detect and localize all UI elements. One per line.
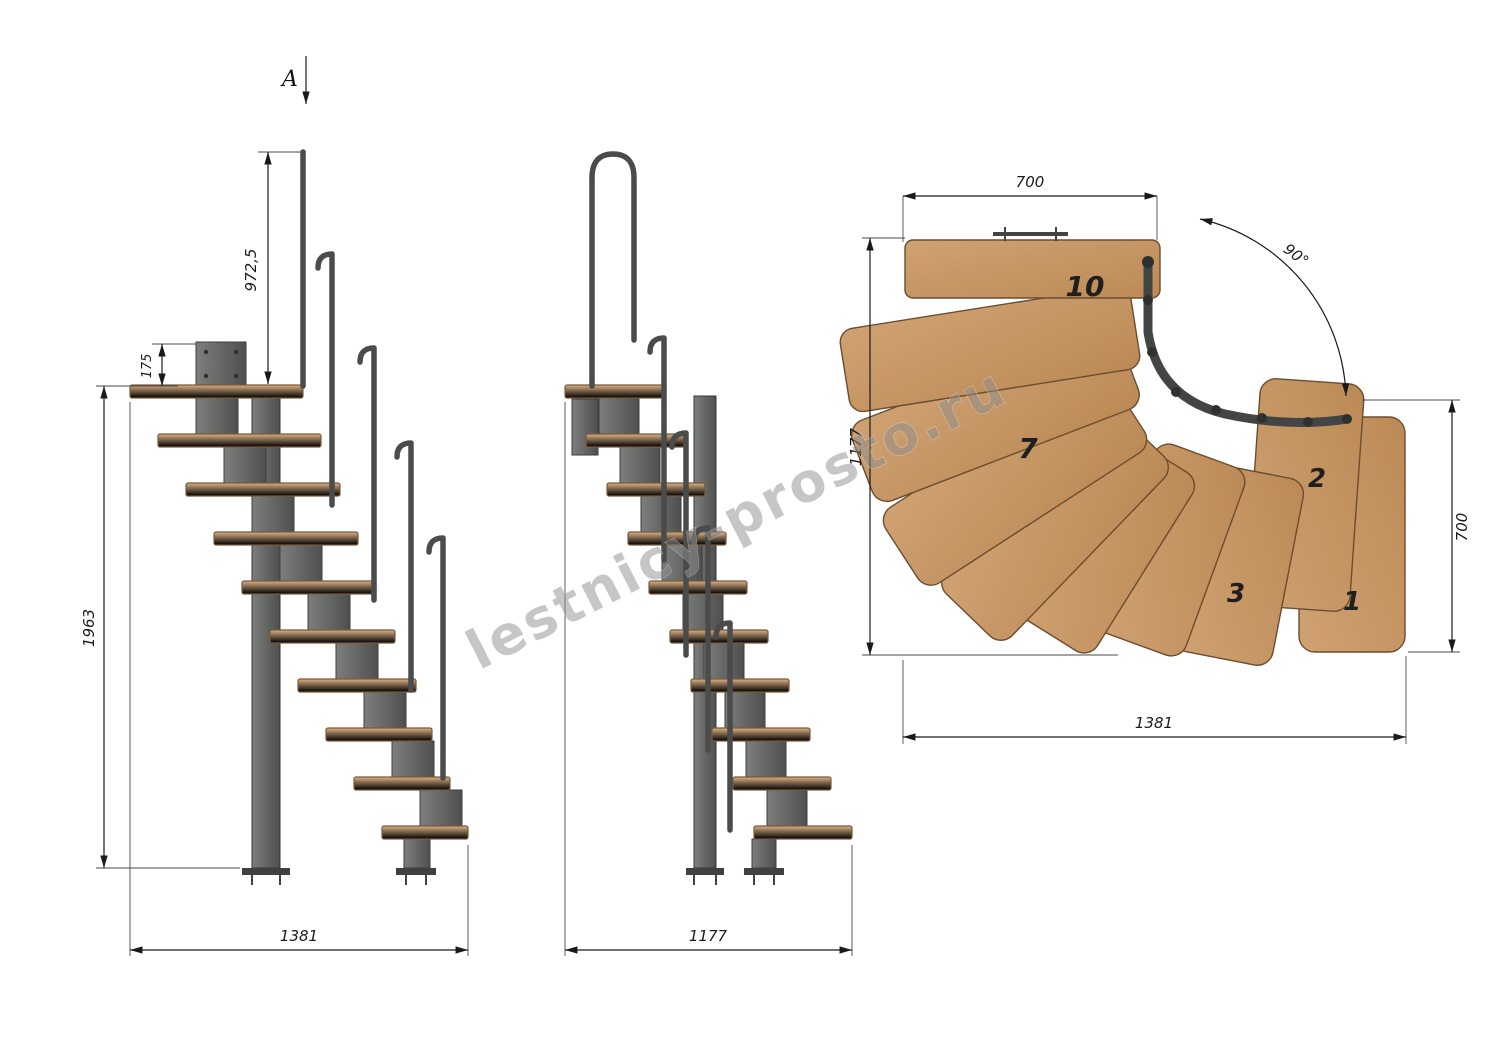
side-view: 1177: [564, 151, 853, 956]
handrail-segment: [426, 535, 446, 781]
tread: [627, 531, 727, 546]
angle-arc: [1199, 218, 1350, 397]
handrail-joint: [1211, 405, 1221, 415]
support-base: [396, 868, 436, 875]
handrail-joint: [1303, 417, 1313, 427]
stair-module: [223, 446, 267, 484]
stair-module: [419, 789, 463, 827]
plate-hole: [203, 349, 209, 355]
tread: [325, 727, 433, 742]
tread: [269, 629, 396, 644]
tread: [732, 776, 832, 791]
front-view: 972,5 175 1963 1381: [80, 149, 469, 956]
dim-plan-top: 700: [1016, 173, 1045, 191]
dim-plate-height: 175: [140, 354, 155, 379]
stair-module: [279, 544, 323, 582]
dim-plan-bottom: 1381: [1135, 714, 1173, 732]
step-number-1: 1: [1343, 587, 1361, 617]
stair-module: [598, 397, 640, 435]
pole-base: [242, 868, 290, 875]
tread: [648, 580, 748, 595]
tread: [241, 580, 377, 595]
handrail-loop: [589, 151, 637, 389]
plate-hole: [233, 349, 239, 355]
tread: [157, 433, 322, 448]
handrail-joint: [1257, 413, 1267, 423]
tread-10-landing: [904, 239, 1161, 299]
dim-plan-angle: 90°: [1280, 240, 1312, 270]
plate-hole: [203, 373, 209, 379]
handrail-side: [589, 151, 733, 833]
stair-module: [363, 691, 407, 729]
tread: [585, 433, 685, 448]
tread: [185, 482, 341, 497]
tread-9: [839, 285, 1141, 413]
handrail-joint: [1171, 387, 1181, 397]
stair-module: [766, 789, 808, 827]
tread: [753, 825, 853, 840]
dim-side-width: 1177: [689, 927, 728, 945]
step-number-7: 7: [1018, 432, 1038, 465]
plan-view: 10 7 2 3 1 700 1177 700 1381 90°: [839, 173, 1471, 744]
stair-module: [251, 495, 295, 533]
stair-module: [335, 642, 379, 680]
stair-module: [682, 593, 724, 631]
tread: [711, 727, 811, 742]
side-dimensions: 1177: [564, 402, 853, 956]
dim-plan-right: 700: [1453, 513, 1471, 542]
stair-module: [619, 446, 661, 484]
tread: [690, 678, 790, 693]
bottom-support: [403, 838, 431, 869]
handrail-joint: [1147, 347, 1157, 357]
tread: [353, 776, 451, 791]
dim-total-height: 1963: [80, 609, 98, 647]
step-number-10: 10: [1066, 270, 1105, 303]
handrail-segment: [357, 345, 377, 603]
stair-module: [745, 740, 787, 778]
bottom-support: [751, 838, 777, 869]
handrail-segment: [394, 440, 414, 693]
tread: [297, 678, 417, 693]
tread: [381, 825, 469, 840]
handrail-segment: [647, 335, 667, 563]
handrail-segment: [315, 251, 335, 508]
stair-module: [640, 495, 682, 533]
pole-base: [686, 868, 724, 875]
handrail-end: [1142, 256, 1154, 268]
stair-module: [307, 593, 351, 631]
support-base: [744, 868, 784, 875]
plan-dimensions: 700 1177 700 1381 90°: [847, 173, 1471, 744]
stair-module: [661, 544, 703, 582]
dim-front-width: 1381: [280, 927, 318, 945]
section-label: A: [280, 67, 298, 92]
tread: [606, 482, 706, 497]
tread: [129, 384, 304, 399]
stair-module: [195, 397, 239, 435]
handrail-plan: [1142, 256, 1352, 428]
handrail-joint: [1342, 414, 1352, 424]
wall-plate: [195, 341, 247, 387]
handrail-segment: [713, 620, 733, 833]
handrail-front: [300, 149, 446, 781]
section-marker: A: [280, 56, 310, 104]
tread: [213, 531, 359, 546]
handrail-segment: [669, 430, 689, 658]
step-number-2: 2: [1308, 464, 1326, 494]
dim-rail-height: 972,5: [242, 249, 260, 292]
plate-hole: [233, 373, 239, 379]
front-dimensions: 972,5 175 1963 1381: [80, 151, 469, 956]
stair-module: [391, 740, 435, 778]
dim-plan-left: 1177: [847, 427, 865, 466]
tread: [564, 384, 664, 399]
handrail-joint: [1143, 295, 1153, 305]
handrail-segment: [691, 525, 711, 753]
step-number-3: 3: [1227, 579, 1245, 609]
